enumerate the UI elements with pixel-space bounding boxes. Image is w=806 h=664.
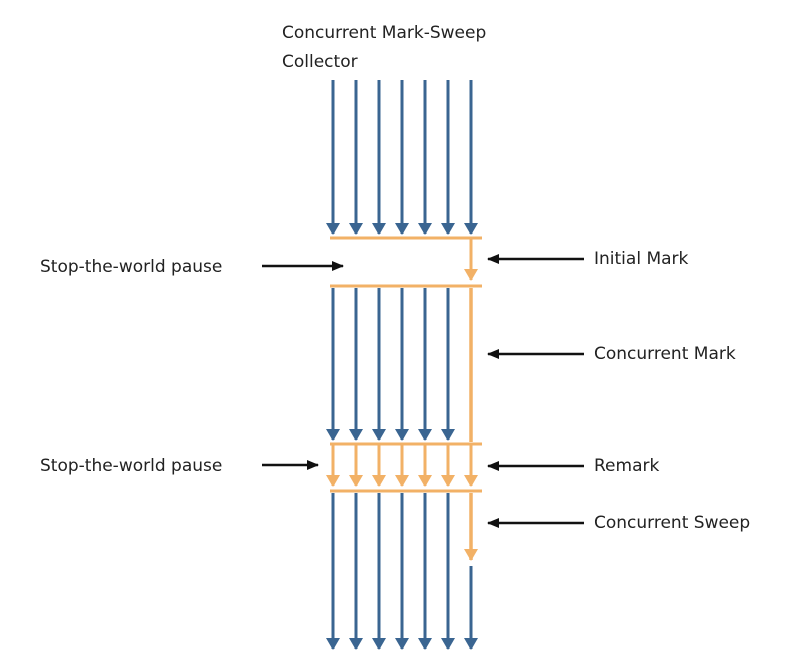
remark-pause-band bbox=[330, 442, 482, 493]
diagram-title-line-2: Collector bbox=[282, 52, 358, 72]
initial-mark-pause-band bbox=[330, 236, 482, 288]
concurrent-sweep-label: Concurrent Sweep bbox=[594, 513, 750, 533]
diagram-title-line-1: Concurrent Mark-Sweep bbox=[282, 23, 486, 43]
concurrent-mark-label: Concurrent Mark bbox=[594, 344, 736, 364]
remark-label: Remark bbox=[594, 456, 659, 476]
app-threads-phase-2 bbox=[326, 288, 455, 441]
app-threads-phase-1 bbox=[326, 80, 478, 235]
initial-mark-label: Initial Mark bbox=[594, 249, 689, 269]
gc-threads-remark bbox=[326, 445, 478, 487]
app-threads-phase-3 bbox=[326, 493, 478, 650]
stw-pause-label-1: Stop-the-world pause bbox=[40, 257, 222, 277]
stw-pause-label-2: Stop-the-world pause bbox=[40, 456, 222, 476]
